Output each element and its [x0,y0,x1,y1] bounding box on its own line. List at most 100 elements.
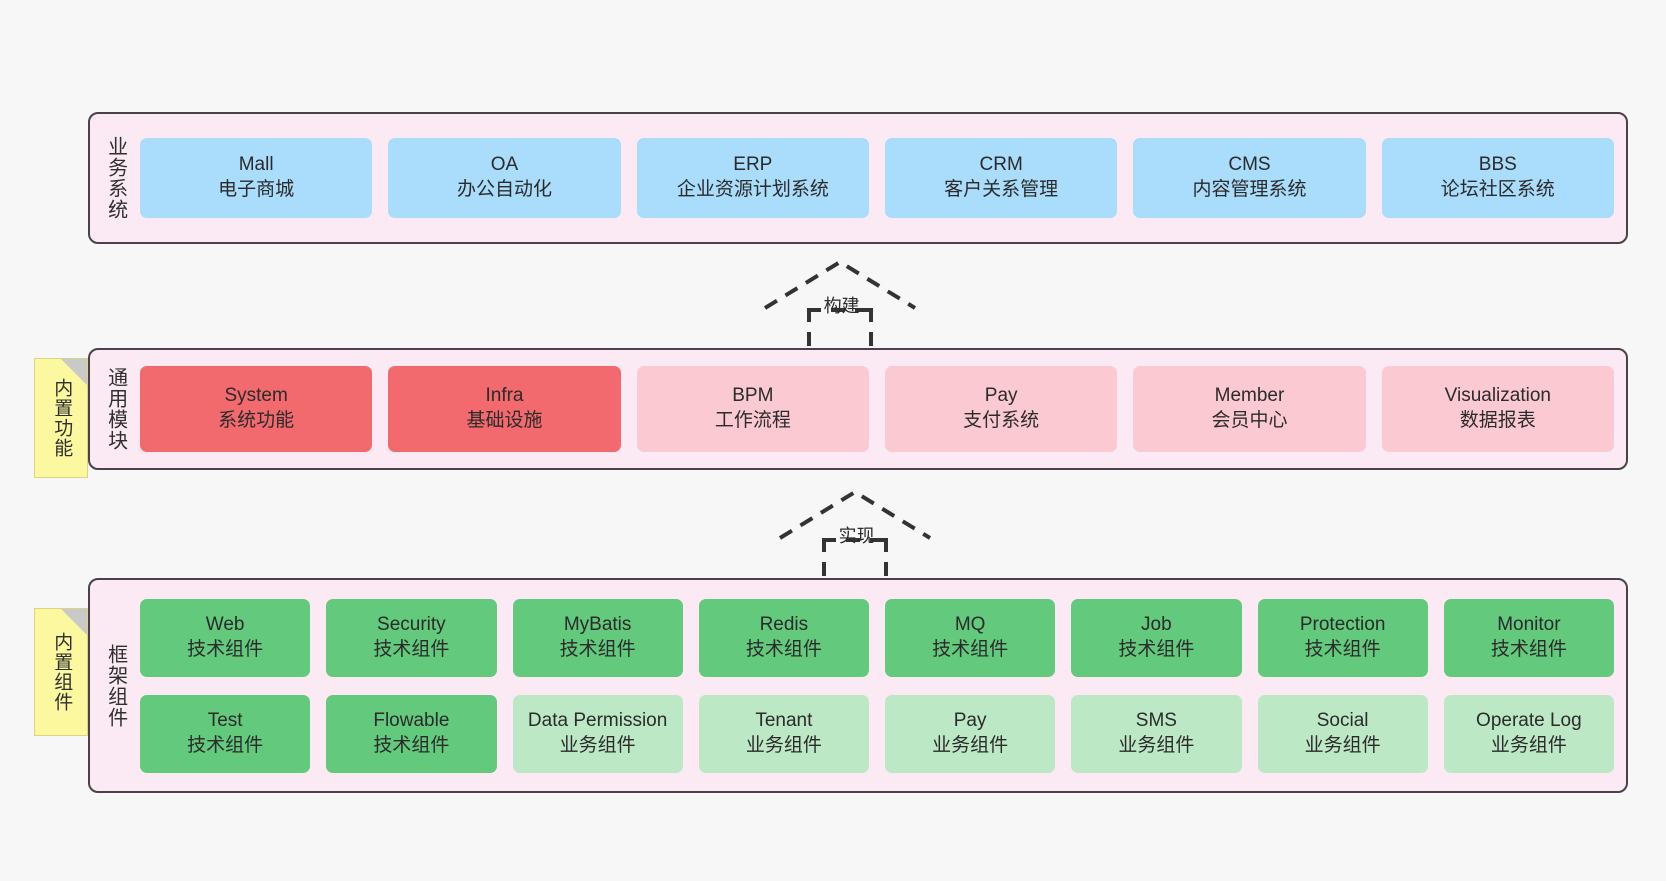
framework-component-protection[interactable]: Protection 技术组件 [1257,598,1428,677]
card-title: ERP [733,154,773,176]
card-title: Protection [1299,613,1386,635]
framework-component-monitor[interactable]: Monitor 技术组件 [1443,598,1614,677]
sticky-note-label-builtin-functions: 内置功能 [51,378,73,458]
framework-component-security[interactable]: Security 技术组件 [326,598,497,677]
card-title: Security [377,613,446,635]
card-title: MQ [954,613,986,635]
card-title: Mall [238,154,274,176]
card-subtitle: 技术组件 [745,638,822,660]
framework-component-social[interactable]: Social 业务组件 [1257,694,1428,773]
card-subtitle: 技术组件 [1490,638,1567,660]
common-module-bpm[interactable]: BPM 工作流程 [636,366,869,452]
framework-component-flowable[interactable]: Flowable 技术组件 [326,694,497,773]
layer-title-business-systems: 业务系统 [104,136,127,220]
common-module-pay[interactable]: Pay 支付系统 [884,366,1118,452]
business-system-bbs[interactable]: BBS 论坛社区系统 [1381,138,1614,218]
framework-component-operate-log[interactable]: Operate Log 业务组件 [1443,694,1614,773]
connector-arrowhead-icon [763,259,917,310]
framework-component-pay[interactable]: Pay 业务组件 [885,694,1056,773]
connector-label-implement: 实现 [838,526,875,546]
connector-build: 构建 [745,252,935,356]
connector-implement: 实现 [760,482,950,586]
card-subtitle: 数据报表 [1459,410,1536,431]
framework-component-job[interactable]: Job 技术组件 [1071,598,1242,677]
card-title: Social [1316,709,1369,731]
card-title: System [224,385,288,407]
connector-label-build: 构建 [823,296,860,316]
card-subtitle: 企业资源计划系统 [676,179,829,200]
card-subtitle: 电子商城 [218,179,295,200]
card-subtitle: 技术组件 [932,638,1009,660]
card-subtitle: 会员中心 [1211,410,1288,431]
framework-component-test[interactable]: Test 技术组件 [140,694,311,773]
card-title: MyBatis [563,613,632,635]
sticky-note-builtin-functions: 内置功能 [34,358,88,478]
card-title: Redis [759,613,809,635]
card-title: Infra [485,385,524,407]
framework-component-redis[interactable]: Redis 技术组件 [698,598,869,677]
framework-component-tenant[interactable]: Tenant 业务组件 [698,694,869,773]
common-module-visualization[interactable]: Visualization 数据报表 [1381,366,1614,452]
card-subtitle: 支付系统 [963,410,1040,431]
card-title: CMS [1228,154,1271,176]
card-title: Pay [984,385,1018,407]
card-subtitle: 基础设施 [466,410,543,431]
card-title: SMS [1135,709,1177,731]
card-subtitle: 技术组件 [187,734,264,756]
layer-title-framework-components: 框架组件 [104,643,127,728]
card-subtitle: 技术组件 [373,734,450,756]
sticky-note-builtin-components: 内置组件 [34,608,88,736]
framework-component-mq[interactable]: MQ 技术组件 [885,598,1056,677]
card-subtitle: 论坛社区系统 [1440,179,1555,200]
card-title: Web [205,613,245,635]
card-subtitle: 技术组件 [373,638,450,660]
card-title: Operate Log [1476,709,1582,731]
card-title: Flowable [373,709,450,731]
card-title: BBS [1478,154,1517,176]
card-subtitle: 业务组件 [1304,734,1381,756]
card-title: Tenant [755,709,813,731]
framework-component-web[interactable]: Web 技术组件 [140,598,311,677]
card-subtitle: 技术组件 [1118,638,1195,660]
card-subtitle: 业务组件 [1118,734,1195,756]
card-subtitle: 办公自动化 [456,179,552,200]
card-title: Pay [953,709,987,731]
framework-component-sms[interactable]: SMS 业务组件 [1071,694,1242,773]
card-title: Visualization [1444,385,1551,407]
card-title: Monitor [1497,613,1561,635]
card-subtitle: 系统功能 [218,410,295,431]
note-fold-corner-icon [61,359,87,385]
card-subtitle: 业务组件 [932,734,1009,756]
card-title: Job [1141,613,1172,635]
card-subtitle: 业务组件 [1490,734,1567,756]
business-system-mall[interactable]: Mall 电子商城 [140,138,373,218]
card-title: Member [1214,385,1285,407]
business-system-erp[interactable]: ERP 企业资源计划系统 [636,138,869,218]
layer-common-modules: 通用模块 System 系统功能 Infra 基础设施 BPM 工作流程 Pay 支付系统 Me… [88,348,1628,470]
common-module-infra[interactable]: Infra 基础设施 [388,366,621,452]
card-subtitle: 技术组件 [187,638,264,660]
card-subtitle: 工作流程 [714,410,791,431]
layer-title-common-modules: 通用模块 [104,367,127,451]
card-subtitle: 业务组件 [559,734,636,756]
note-fold-corner-icon [61,609,87,635]
card-title: BPM [732,385,774,407]
card-subtitle: 技术组件 [1304,638,1381,660]
card-title: CRM [979,154,1023,176]
card-subtitle: 业务组件 [745,734,822,756]
connector-arrowhead-icon [778,489,932,540]
common-module-member[interactable]: Member 会员中心 [1133,366,1366,452]
common-module-system[interactable]: System 系统功能 [140,366,373,452]
card-title: Test [207,709,243,731]
